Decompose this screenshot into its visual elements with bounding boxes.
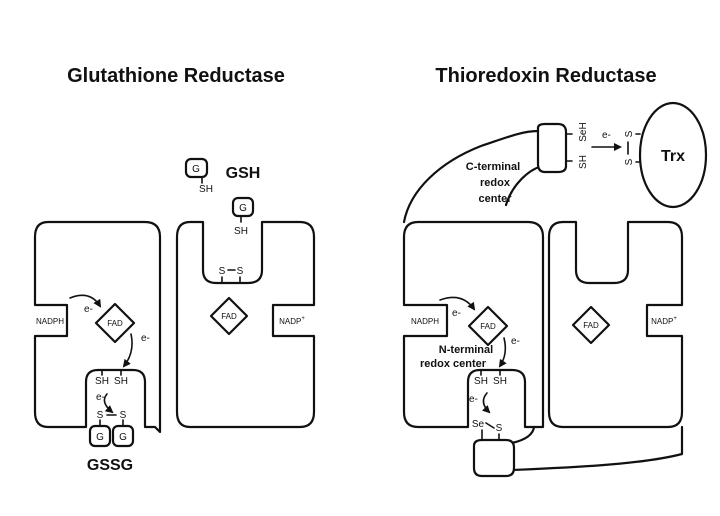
gr-electron-label-2: e- <box>141 333 150 344</box>
right-title: Thioredoxin Reductase <box>435 65 656 87</box>
svg-text:SH: SH <box>199 184 213 195</box>
gsh-label: GSH <box>226 165 261 182</box>
trxr-n-sh-1: SH <box>474 376 488 387</box>
c-terminal-blob-top <box>536 122 568 174</box>
trxr-electron-arrow-2 <box>498 337 507 368</box>
gr-sh-1: SH <box>95 376 109 387</box>
c-terminal-site: SH SeH <box>578 122 589 169</box>
trxr-n-sh-2: SH <box>493 376 507 387</box>
gsh-molecule-2: G SH <box>231 196 255 237</box>
trx-protein: Trx <box>638 101 708 209</box>
c-terminal-blob-bottom <box>472 438 516 478</box>
gsh-molecule-1: G SH <box>184 157 213 195</box>
trxr-subunit-right <box>547 220 684 429</box>
trxr-electron-label-1: e- <box>452 308 461 319</box>
gr-electron-arrow-2 <box>122 333 133 368</box>
n-terminal-label-2: redox center <box>420 358 487 370</box>
gssg-g-box-2: G <box>111 424 135 448</box>
svg-text:G: G <box>192 164 200 175</box>
trxr-fad-right: FAD <box>571 305 611 345</box>
c-terminal-arm-bottom-outer <box>510 425 684 472</box>
svg-text:FAD: FAD <box>583 321 599 330</box>
svg-text:FAD: FAD <box>107 319 123 328</box>
gr-subunit-right <box>175 220 316 429</box>
c-terminal-label-1: C-terminal <box>466 161 520 173</box>
trxr-nadp-label: NADP+ <box>651 316 677 326</box>
gr-fad-left: FAD <box>94 302 136 344</box>
trxr-subunit-left <box>402 220 545 429</box>
gr-electron-arrow-1 <box>69 294 102 308</box>
trx-disulfide: S S <box>624 130 635 165</box>
trxr-s-label: S <box>496 423 503 434</box>
gr-electron-label-3: e- <box>96 392 105 403</box>
gr-pocket-s-1: S <box>219 266 226 277</box>
gr-sh-2: SH <box>114 376 128 387</box>
n-terminal-label-1: N-terminal <box>439 344 493 356</box>
trx-electron-label: e- <box>602 130 611 141</box>
gr-nadp-label: NADP+ <box>279 316 305 326</box>
svg-text:G: G <box>96 432 104 443</box>
trxr-fad-left: FAD <box>467 305 509 347</box>
gr-pocket-s-2: S <box>237 266 244 277</box>
left-title: Glutathione Reductase <box>67 65 285 87</box>
svg-text:G: G <box>119 432 127 443</box>
trxr-electron-label-2: e- <box>511 336 520 347</box>
trxr-electron-label-3: e- <box>469 394 478 405</box>
c-terminal-label-2: redox <box>480 177 511 189</box>
c-terminal-label-3: center <box>478 193 512 205</box>
gssg-s-2: S <box>120 410 127 421</box>
svg-text:S: S <box>624 158 635 165</box>
svg-text:FAD: FAD <box>221 312 237 321</box>
trxr-se-label: Se <box>472 419 485 430</box>
svg-text:SH: SH <box>234 226 248 237</box>
gssg-label: GSSG <box>87 457 133 474</box>
gr-nadph-label: NADPH <box>36 317 64 326</box>
trxr-nadph-label: NADPH <box>411 317 439 326</box>
trxr-electron-arrow-1 <box>439 296 476 311</box>
gr-fad-right: FAD <box>209 296 249 336</box>
gssg-g-box-1: G <box>88 424 112 448</box>
svg-text:FAD: FAD <box>480 322 496 331</box>
c-terminal-arm-top <box>402 129 540 224</box>
gr-electron-label-1: e- <box>84 304 93 315</box>
gssg-s-1: S <box>97 410 104 421</box>
c-terminal-arm-bottom <box>510 425 536 445</box>
svg-text:Trx: Trx <box>661 148 685 165</box>
svg-text:S: S <box>624 130 635 137</box>
trxr-electron-arrow-3 <box>481 392 491 414</box>
svg-text:SeH: SeH <box>578 122 589 141</box>
svg-text:G: G <box>239 203 247 214</box>
gr-subunit-left <box>33 220 162 434</box>
trxr-se-s-bond <box>485 422 495 429</box>
gr-electron-arrow-3 <box>103 393 114 414</box>
svg-text:SH: SH <box>578 155 589 169</box>
